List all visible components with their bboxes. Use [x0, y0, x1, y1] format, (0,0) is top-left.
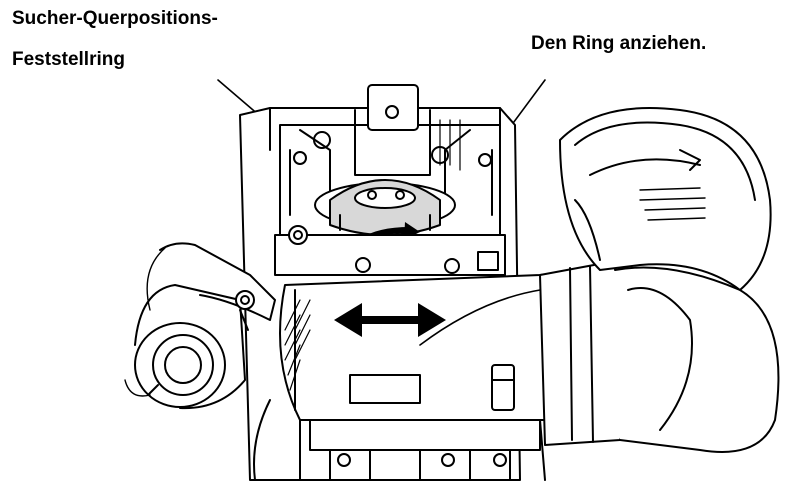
lower-body: [253, 399, 546, 481]
position-lock-ring: [314, 179, 456, 236]
eyecup-housing: [539, 261, 780, 453]
viewfinder-tube: [279, 267, 616, 421]
callout-tighten-label: Den Ring anziehen.: [531, 33, 707, 54]
mounting-plate: [274, 225, 506, 276]
callout-ring-label-line1: Sucher-Querpositions-: [12, 8, 218, 29]
rubber-eyecup: [559, 107, 772, 291]
callout-ring-label-line2: Feststellring: [12, 49, 125, 70]
side-handle: [124, 242, 276, 410]
double-headed-arrow-icon: [334, 303, 446, 337]
